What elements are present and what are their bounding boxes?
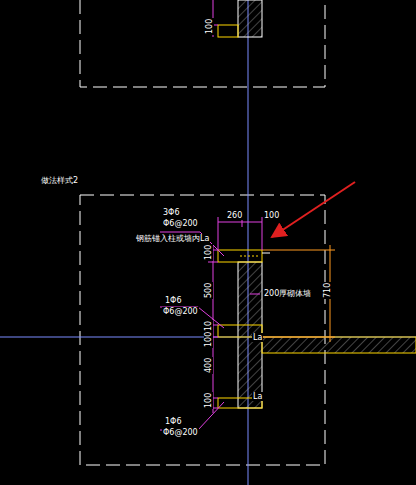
note-label: Φ6@200 [162,307,199,316]
note-label: La [252,333,263,342]
note-label: 3Φ6 [162,208,180,217]
dimension-text: 100 [205,17,214,34]
dimension-text: 500 [204,281,213,298]
dimension-text: 100 [204,391,213,408]
note-label: 做法样式2 [40,176,79,185]
note-label: 1Φ6 [164,417,182,426]
note-label: 100 [263,211,280,220]
note-label: 钢筋锚入柱或墙内La [135,234,210,243]
note-label: Φ6@200 [162,428,199,437]
note-label: 200厚砌体墙 [263,289,312,298]
dimension-text: 710 [323,281,332,298]
dimension-text: 400 [204,356,213,373]
dimension-text: 100 [204,243,213,260]
note-label: La [252,392,263,401]
dimension-text: 100 [204,330,213,347]
note-label: Φ6@200 [162,219,199,228]
note-label: 260 [226,211,243,220]
note-label: 1Φ6 [164,296,182,305]
